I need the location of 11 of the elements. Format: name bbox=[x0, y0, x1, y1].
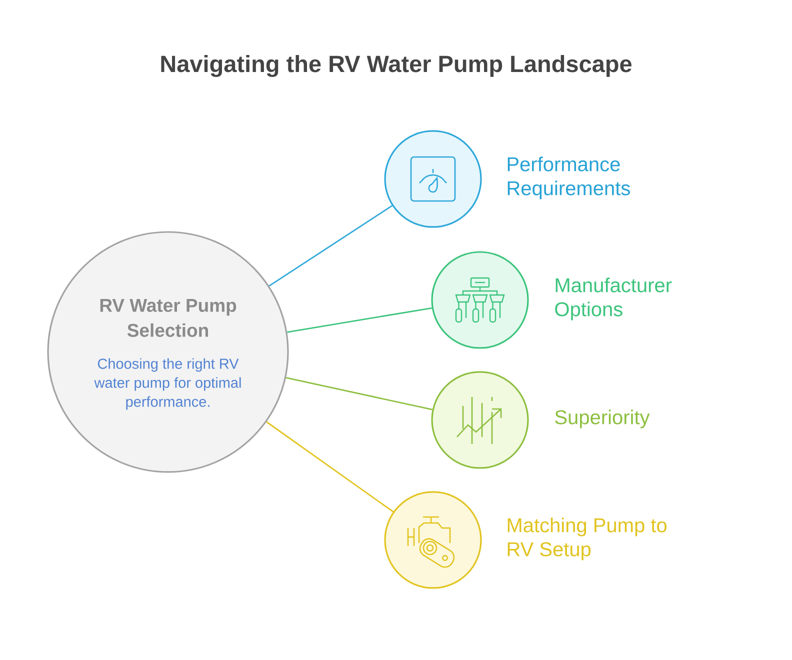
connector-line bbox=[268, 205, 393, 287]
connector-line bbox=[287, 307, 432, 333]
topic-label: Superiority bbox=[555, 410, 650, 428]
connector-line bbox=[266, 421, 394, 512]
topic-label: Manufacturer Options bbox=[555, 278, 672, 320]
title: Navigating the RV Water Pump Landscape bbox=[161, 55, 632, 77]
circle-description: Choosing the right RV water pump for optimal performance. bbox=[94, 358, 241, 410]
connector-line bbox=[286, 377, 432, 410]
circle-heading: RV Water Pump Selection bbox=[100, 299, 236, 337]
topic-label: Matching Pump to RV Setup bbox=[508, 518, 667, 560]
topic-label: Performance Requirements bbox=[508, 156, 630, 200]
